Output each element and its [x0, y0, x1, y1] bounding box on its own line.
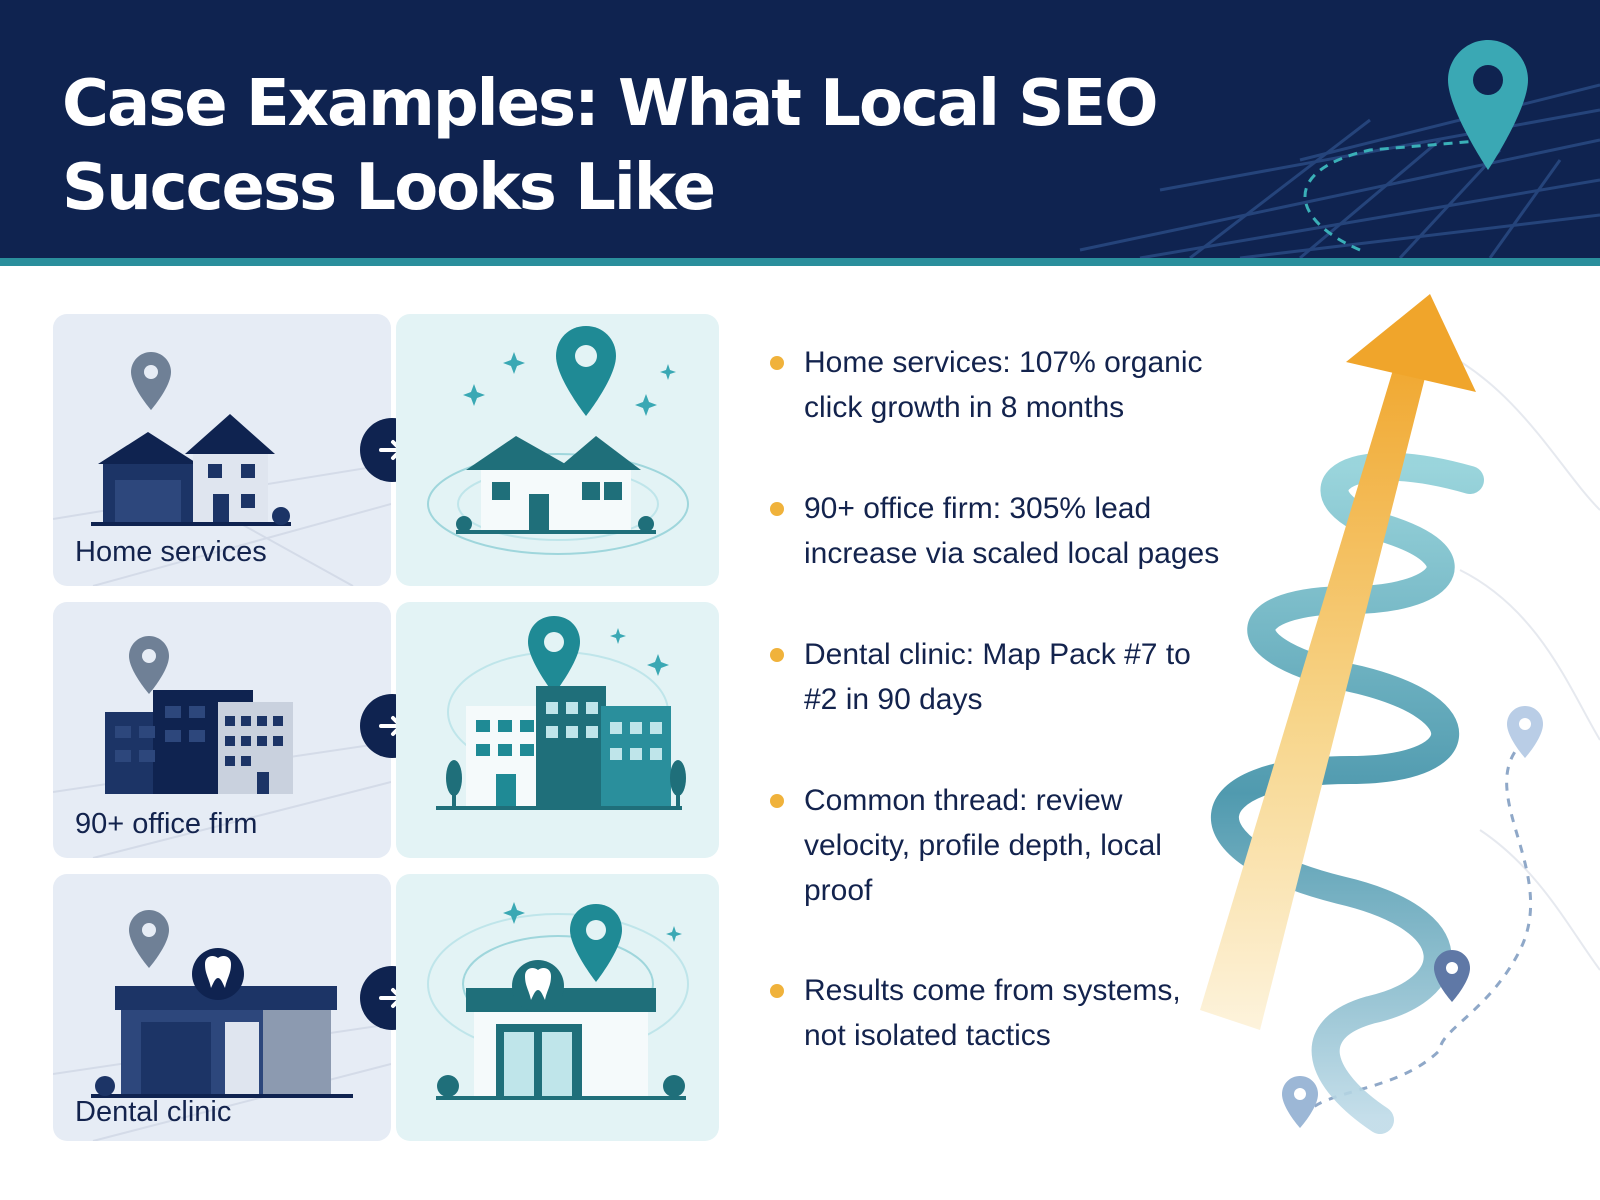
dashed-path	[1308, 738, 1533, 1112]
list-item: Common thread: review velocity, profile …	[770, 778, 1230, 913]
list-item-text: 90+ office firm: 305% lead increase via …	[804, 492, 1220, 570]
bullet-dot	[770, 502, 784, 516]
map-pin-icon	[1507, 706, 1543, 758]
dental-clinic-icon	[53, 910, 391, 1141]
map-pin-icon	[1448, 40, 1528, 170]
map-pin-icon	[1434, 950, 1470, 1002]
office-building-icon	[53, 636, 391, 858]
case-card-before: 90+ office firm	[53, 602, 391, 858]
bullet-dot	[770, 984, 784, 998]
list-item-text: Home services: 107% organic click growth…	[804, 346, 1203, 424]
case-label: 90+ office firm	[75, 808, 258, 840]
list-item: Dental clinic: Map Pack #7 to #2 in 90 d…	[770, 632, 1230, 722]
header-divider	[0, 258, 1600, 266]
header-banner: Case Examples: What Local SEO Success Lo…	[0, 0, 1600, 258]
map-pin-icon	[1282, 1076, 1318, 1128]
route-dashed-line	[1303, 138, 1491, 252]
page-title: Case Examples: What Local SEO Success Lo…	[62, 62, 1158, 230]
case-label: Dental clinic	[75, 1096, 232, 1128]
list-item: Results come from systems, not isolated …	[770, 968, 1230, 1058]
dental-clinic-icon	[427, 902, 689, 1100]
case-label: Home services	[75, 536, 267, 568]
spiral-ribbon	[1210, 452, 1484, 1134]
case-card-before: Home services	[53, 314, 391, 586]
case-card-after	[396, 314, 719, 586]
list-item-text: Dental clinic: Map Pack #7 to #2 in 90 d…	[804, 638, 1191, 716]
house-icon	[53, 352, 391, 586]
growth-illustration	[1200, 294, 1600, 1134]
bullet-dot	[770, 648, 784, 662]
list-item-text: Common thread: review velocity, profile …	[804, 784, 1162, 907]
header-map-illustration	[1079, 40, 1600, 258]
list-item: 90+ office firm: 305% lead increase via …	[770, 486, 1230, 576]
office-building-icon	[436, 616, 686, 810]
house-icon	[427, 326, 689, 555]
bullet-dot	[770, 356, 784, 370]
list-item: Home services: 107% organic click growth…	[770, 340, 1230, 430]
case-card-after	[396, 602, 719, 858]
title-line-1: Case Examples: What Local SEO	[62, 67, 1158, 141]
growth-arrow-icon	[1200, 294, 1476, 1030]
list-item-text: Results come from systems, not isolated …	[804, 974, 1181, 1052]
case-card-before: Dental clinic	[53, 874, 391, 1141]
bullet-dot	[770, 794, 784, 808]
case-card-after	[396, 874, 719, 1141]
title-line-2: Success Looks Like	[62, 151, 716, 225]
